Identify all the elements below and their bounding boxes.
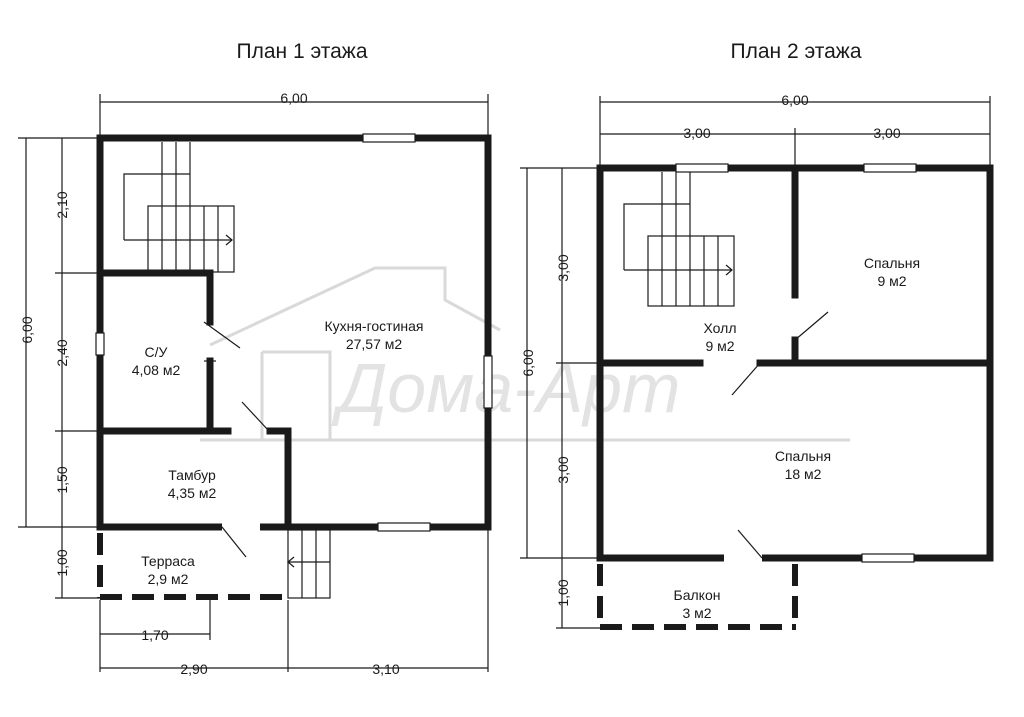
plan1-room-wc-name: С/У <box>145 344 168 360</box>
plan2-dim-top: 6,00 3,00 3,00 <box>599 92 991 166</box>
plan1-dim-left-seg4: 1,00 <box>54 549 70 576</box>
plan1-doors <box>203 321 269 558</box>
plan1-window-top <box>362 133 416 143</box>
plan1-room-kitchen-area: 27,57 м2 <box>346 336 403 352</box>
plan2-window-bottom <box>861 553 915 563</box>
plan2-dim-left: 6,00 3,00 3,00 1,00 <box>520 167 600 629</box>
plan1-room-vestibule-area: 4,35 м2 <box>168 485 217 501</box>
plan1-dim-bottom-290: 2,90 <box>180 661 207 677</box>
plan2-room-bedroom1-area: 9 м2 <box>877 273 906 289</box>
plan2-room-bedroom1-name: Спальня <box>864 255 920 271</box>
plan2-walls <box>596 164 994 562</box>
plan2-dim-left-seg1: 3,00 <box>555 254 571 281</box>
plan2-dim-left-total: 6,00 <box>520 349 536 376</box>
plan1-room-kitchen-name: Кухня-гостиная <box>324 318 423 334</box>
plan1-room-terrace-name: Терраса <box>141 553 195 569</box>
plan1-dim-left-total: 6,00 <box>19 316 35 343</box>
plan1-room-terrace-area: 2,9 м2 <box>148 571 189 587</box>
plan2-title: План 2 этажа <box>730 40 861 63</box>
plan2-dim-left-seg2: 3,00 <box>555 456 571 483</box>
plan2-room-hall-name: Холл <box>704 320 737 336</box>
plan-floor-2: План 2 этажа 6,00 3,00 3,00 6,00 3,00 3,… <box>520 40 994 630</box>
plan1-dim-left-seg1: 2,10 <box>54 191 70 218</box>
plan1-dim-left-seg2: 2,40 <box>54 339 70 366</box>
plan1-dim-left-seg3: 1,50 <box>54 466 70 493</box>
plan1-terrace <box>97 529 331 600</box>
plan1-room-wc-area: 4,08 м2 <box>132 362 181 378</box>
plan-floor-1: План 1 этажа 6,00 6,00 2,10 2,40 1,50 1,… <box>18 40 493 677</box>
plan1-room-vestibule-name: Тамбур <box>168 467 216 483</box>
plan1-dim-bottom-170: 1,70 <box>141 627 168 643</box>
plan1-walls <box>96 134 492 531</box>
plan2-window-top-left <box>675 163 729 173</box>
plan2-room-bedroom2-name: Спальня <box>775 448 831 464</box>
plan2-window-top-right <box>863 163 917 173</box>
plan1-dim-top: 6,00 <box>99 90 489 136</box>
plan2-balcony <box>597 564 798 630</box>
plan2-dim-left-seg3: 1,00 <box>555 579 571 606</box>
plan2-room-balcony-name: Балкон <box>674 587 721 603</box>
plan2-dim-top-left: 3,00 <box>683 125 710 141</box>
plan1-dim-top-total: 6,00 <box>280 90 307 106</box>
plan1-title: План 1 этажа <box>236 40 367 63</box>
plan1-dim-bottom-310: 3,10 <box>372 661 399 677</box>
plan1-dim-left: 6,00 2,10 2,40 1,50 1,00 <box>18 137 100 599</box>
plan1-window-right <box>483 355 493 409</box>
plan2-room-bedroom2-area: 18 м2 <box>785 466 822 482</box>
plan2-room-balcony-area: 3 м2 <box>682 605 711 621</box>
plan1-stairs <box>123 142 235 273</box>
plan2-room-hall-area: 9 м2 <box>705 338 734 354</box>
plan1-dim-bottom: 1,70 2,90 3,10 <box>99 530 489 677</box>
plan2-stairs <box>623 172 735 307</box>
plan1-window-bottom <box>377 522 431 532</box>
plan2-doors <box>731 311 829 559</box>
plan2-dim-top-right: 3,00 <box>873 125 900 141</box>
plan2-dim-top-total: 6,00 <box>781 92 808 108</box>
plan1-window-left <box>95 332 105 356</box>
